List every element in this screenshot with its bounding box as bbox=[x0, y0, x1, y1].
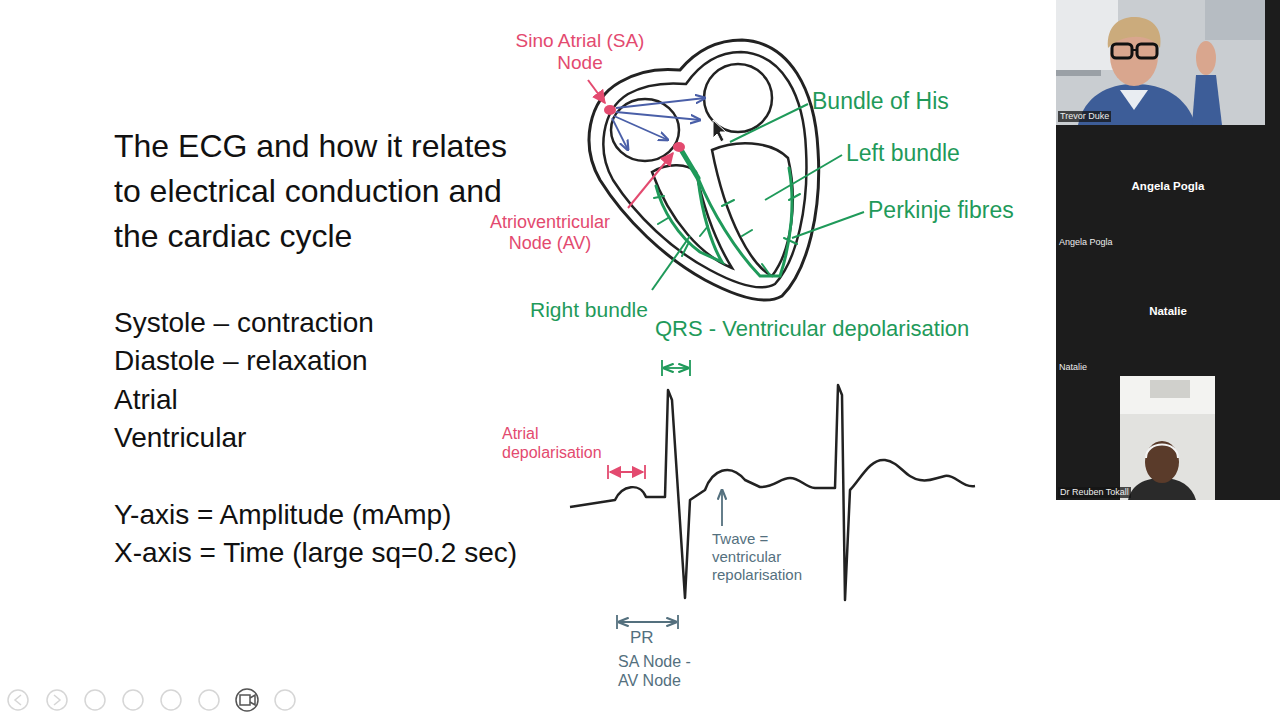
participant-tile: NatalieNatalie bbox=[1056, 250, 1280, 375]
participant-tile: Angela PoglaAngela Pogla bbox=[1056, 125, 1280, 250]
wave-label: QRS - Ventricular depolarisation bbox=[655, 316, 969, 342]
av-node bbox=[673, 142, 685, 152]
part-label: Left bundle bbox=[846, 140, 960, 167]
impulse-arrows bbox=[612, 98, 705, 150]
part-label: Perkinje fibres bbox=[868, 197, 1014, 224]
participant-tile: Dr Reuben Tokall bbox=[1056, 375, 1280, 500]
wave-label: Atrial depolarisation bbox=[502, 424, 632, 462]
part-label: Bundle of His bbox=[812, 88, 949, 115]
participant-name: Natalie bbox=[1056, 303, 1280, 319]
wave-label: Twave = ventricular repolarisation bbox=[712, 530, 834, 584]
mouse-pointer bbox=[713, 120, 726, 142]
left-ventricle bbox=[712, 143, 793, 276]
video-feed bbox=[1056, 0, 1265, 125]
participant-panel bbox=[1056, 0, 1280, 500]
bullet-text: Ventricular bbox=[114, 420, 246, 456]
part-label: Atrioventricular Node (AV) bbox=[470, 212, 630, 254]
bullet-text: Atrial bbox=[114, 382, 178, 418]
axis-note: X-axis = Time (large sq=0.2 sec) bbox=[114, 535, 517, 571]
interval-markers bbox=[608, 360, 722, 629]
interval-label: PR bbox=[630, 628, 654, 648]
name-tag: Natalie bbox=[1059, 362, 1087, 373]
interval-label: SA Node -AV Node bbox=[618, 652, 698, 690]
participant-name: Angela Pogla bbox=[1056, 178, 1280, 194]
slide-title: The ECG and how it relates to electrical… bbox=[114, 124, 529, 259]
part-label: Right bundle bbox=[530, 298, 648, 322]
name-tag: Dr Reuben Tokall bbox=[1058, 487, 1131, 498]
bullet-text: Systole – contraction bbox=[114, 305, 374, 341]
heart-drawing bbox=[589, 40, 819, 300]
video-feed bbox=[1120, 376, 1215, 500]
ecg-trace bbox=[570, 385, 975, 600]
name-tag: Angela Pogla bbox=[1059, 237, 1113, 248]
name-tag: Trevor Duke bbox=[1058, 111, 1111, 122]
participant-tile: Trevor Duke bbox=[1056, 0, 1265, 125]
part-label: Sino Atrial (SA) Node bbox=[510, 30, 650, 74]
slide-toolbar bbox=[8, 689, 295, 711]
heart-outline bbox=[589, 40, 819, 300]
axis-note: Y-axis = Amplitude (mAmp) bbox=[114, 497, 451, 533]
bullet-text: Diastole – relaxation bbox=[114, 343, 368, 379]
heart-wall bbox=[603, 52, 806, 287]
sa-node bbox=[604, 105, 616, 115]
